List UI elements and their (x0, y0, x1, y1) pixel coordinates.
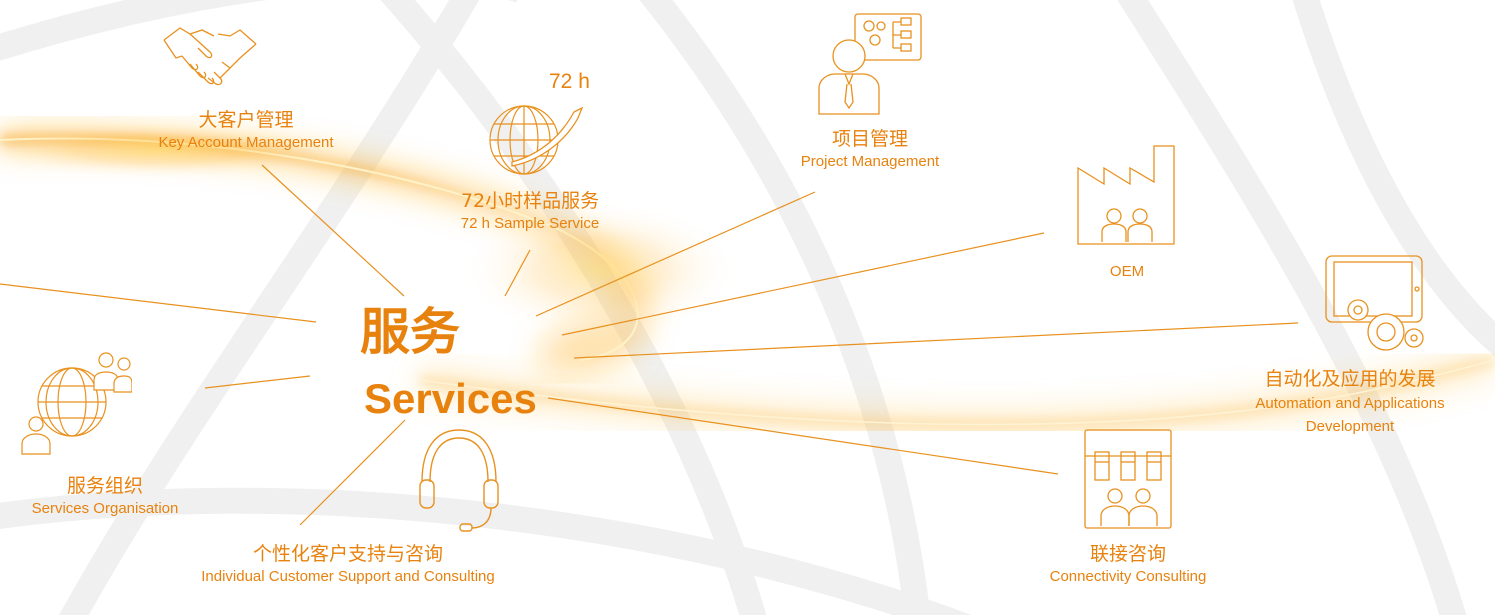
project-manager-icon (818, 13, 922, 115)
globe-arrow-icon (489, 105, 584, 175)
node-project-management: 项目管理 Project Management (760, 127, 980, 172)
headset-icon (419, 429, 499, 532)
node-automation: 自动化及应用的发展 Automation and Applications De… (1212, 367, 1488, 437)
node-label-en: Connectivity Consulting (1049, 568, 1207, 585)
globe-people-icon (21, 352, 132, 455)
node-label-en-line2: Development (1305, 418, 1395, 435)
node-oem: OEM (1074, 261, 1180, 282)
tag-72h: 72 h (549, 70, 590, 93)
swoosh (0, 120, 1495, 440)
factory-icon (1077, 145, 1175, 245)
node-label-zh: 项目管理 (831, 128, 908, 150)
connector-team-icon (1084, 429, 1172, 529)
node-label-en: Project Management (800, 153, 940, 170)
node-services-organisation: 服务组织 Services Organisation (0, 474, 210, 519)
node-label-zh: 服务组织 (66, 475, 143, 497)
center-title-zh: 服务 (360, 303, 460, 361)
node-label-en: OEM (1109, 263, 1145, 280)
node-sample-service: 72小时样品服务 72 h Sample Service (400, 189, 660, 234)
connector-lines (0, 164, 1299, 526)
node-customer-support: 个性化客户支持与咨询 Individual Customer Support a… (148, 542, 548, 587)
node-label-zh: 自动化及应用的发展 (1264, 368, 1436, 390)
node-label-zh: 联接咨询 (1089, 543, 1166, 565)
handshake-icon (163, 27, 257, 86)
node-key-account: 大客户管理 Key Account Management (86, 108, 406, 153)
center-title-en: Services (364, 375, 537, 422)
node-connectivity: 联接咨询 Connectivity Consulting (1000, 542, 1256, 587)
tablet-gears-icon (1325, 255, 1424, 351)
node-label-zh: 个性化客户支持与咨询 (252, 543, 443, 565)
node-label-en-line1: Automation and Applications (1255, 395, 1445, 412)
node-label-en: Services Organisation (31, 500, 179, 517)
node-label-en: Key Account Management (158, 134, 334, 151)
node-label-zh: 大客户管理 (198, 109, 294, 131)
node-label-en: Individual Customer Support and Consulti… (201, 568, 495, 585)
node-label-en: 72 h Sample Service (460, 215, 600, 232)
node-label-zh: 72小时样品服务 (460, 190, 600, 212)
